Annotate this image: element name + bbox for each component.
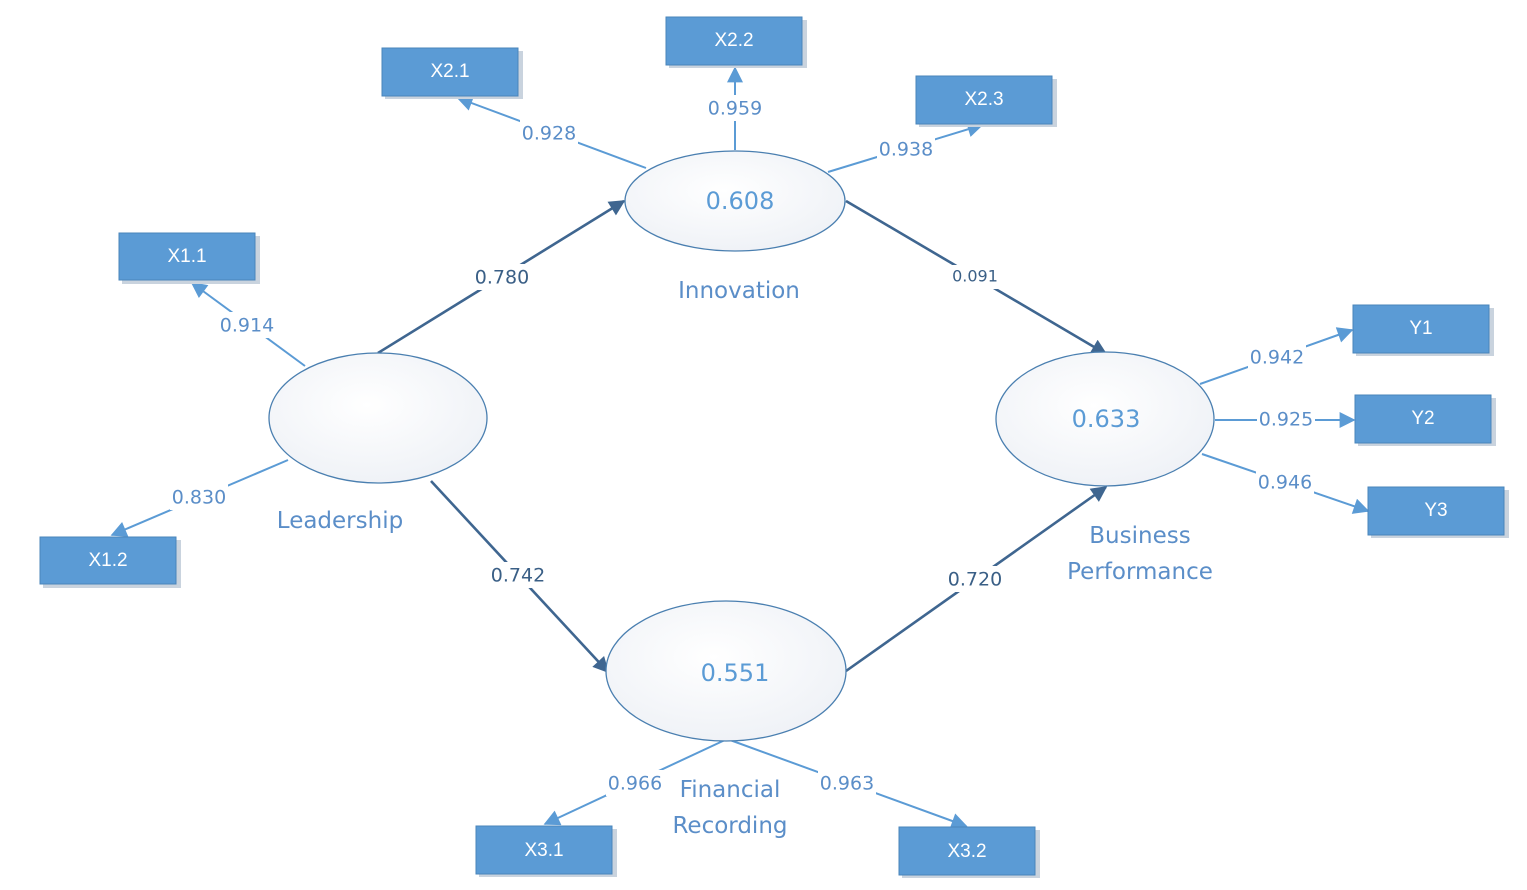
loading-value-y2: 0.925 (1259, 409, 1313, 431)
indicator-label: Y3 (1424, 500, 1447, 521)
construct-labels: Leadership Innovation Financial Recordin… (277, 278, 1213, 839)
loading-value-x3-2: 0.963 (820, 773, 874, 795)
loading-labels: 0.914 0.830 0.928 0.959 0.938 0.966 0.96… (170, 95, 1315, 796)
r-squared-business-performance: 0.633 (1072, 405, 1141, 433)
indicator-label: X3.2 (947, 841, 986, 862)
loading-value-x1-2: 0.830 (172, 487, 226, 509)
indicator-label: X2.3 (964, 89, 1003, 110)
indicator-label: Y2 (1411, 408, 1434, 429)
indicator-label: X2.1 (430, 61, 469, 82)
path-value-innovation-business: 0.091 (952, 267, 998, 286)
path-labels: 0.780 0.742 0.091 0.720 (472, 264, 1005, 592)
label-business-line1: Business (1089, 523, 1190, 549)
indicator-label: X1.1 (167, 246, 206, 267)
indicator-y3[interactable]: Y3 (1367, 486, 1509, 538)
loading-value-x3-1: 0.966 (608, 773, 662, 795)
indicator-x3-1[interactable]: X3.1 (475, 825, 617, 877)
r-squared-financial-recording: 0.551 (701, 659, 770, 687)
label-business-line2: Performance (1067, 559, 1213, 585)
loading-value-x2-3: 0.938 (879, 139, 933, 161)
construct-business-performance[interactable]: 0.633 (995, 351, 1215, 487)
construct-leadership[interactable] (268, 352, 488, 484)
indicator-x2-2[interactable]: X2.2 (665, 16, 807, 68)
loading-value-x2-2: 0.959 (708, 98, 762, 120)
indicator-x1-2[interactable]: X1.2 (39, 536, 181, 588)
indicator-label: X3.1 (524, 840, 563, 861)
indicator-label: X1.2 (88, 550, 127, 571)
loading-value-y1: 0.942 (1250, 347, 1304, 369)
latent-constructs: 0.608 0.551 0.633 (268, 150, 1215, 742)
label-leadership: Leadership (277, 508, 403, 534)
indicator-y1[interactable]: Y1 (1352, 304, 1494, 356)
construct-innovation[interactable]: 0.608 (624, 150, 846, 252)
label-financial-line1: Financial (680, 777, 781, 803)
indicator-label: Y1 (1409, 318, 1432, 339)
indicator-y2[interactable]: Y2 (1354, 394, 1496, 446)
r-squared-innovation: 0.608 (706, 187, 775, 215)
path-value-leadership-financial: 0.742 (491, 565, 545, 587)
loading-value-y3: 0.946 (1258, 472, 1312, 494)
label-financial-line2: Recording (672, 813, 787, 839)
path-value-financial-business: 0.720 (948, 569, 1002, 591)
indicator-x2-1[interactable]: X2.1 (381, 47, 523, 99)
indicator-x2-3[interactable]: X2.3 (915, 75, 1057, 127)
indicator-label: X2.2 (714, 30, 753, 51)
indicator-x1-1[interactable]: X1.1 (118, 232, 260, 284)
construct-financial-recording[interactable]: 0.551 (605, 600, 847, 742)
loading-value-x2-1: 0.928 (522, 123, 576, 145)
indicator-x3-2[interactable]: X3.2 (898, 826, 1040, 878)
loading-value-x1-1: 0.914 (220, 315, 274, 337)
label-innovation: Innovation (678, 278, 800, 304)
indicators: X1.1 X1.2 X2.1 X2.2 X2.3 X3.1 (39, 16, 1509, 878)
path-value-leadership-innovation: 0.780 (475, 267, 529, 289)
